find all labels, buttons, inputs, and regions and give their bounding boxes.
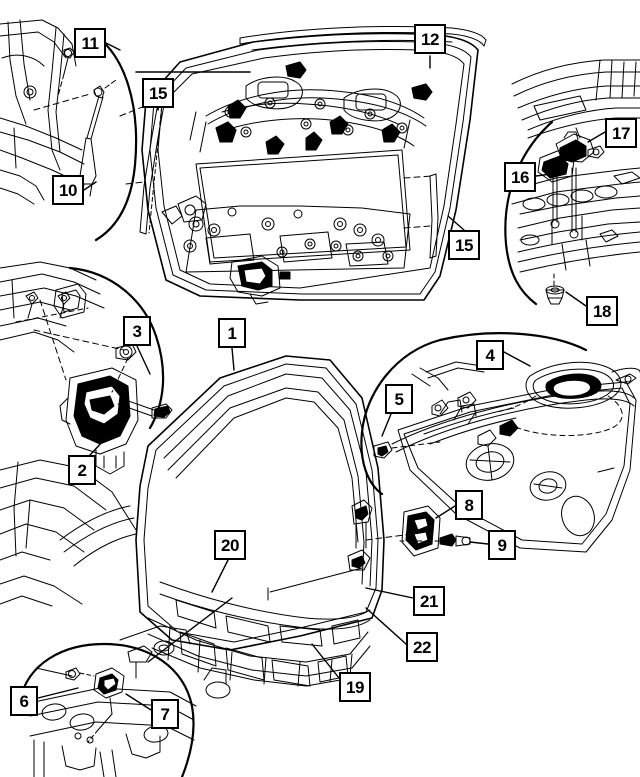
- callout-3[interactable]: 3: [123, 316, 151, 346]
- callout-leaders: [37, 41, 606, 711]
- callout-6[interactable]: 6: [10, 686, 38, 716]
- detail-circle-mid-left: [0, 261, 173, 475]
- callout-8[interactable]: 8: [455, 490, 483, 520]
- callout-4[interactable]: 4: [476, 340, 504, 370]
- callout-2[interactable]: 2: [68, 455, 96, 485]
- callout-1[interactable]: 1: [218, 318, 246, 348]
- detail-circle-upper-left: [0, 19, 138, 242]
- callout-10[interactable]: 10: [52, 175, 84, 205]
- detail-circle-upper-right: [504, 59, 640, 306]
- callout-15-right[interactable]: 15: [448, 230, 480, 260]
- body-opening: [0, 355, 471, 699]
- callout-18[interactable]: 18: [586, 296, 618, 326]
- callout-9[interactable]: 9: [488, 530, 516, 560]
- detail-circle-lower-left: [18, 597, 233, 777]
- callout-7[interactable]: 7: [151, 699, 179, 729]
- callout-19[interactable]: 19: [339, 672, 371, 702]
- callout-12[interactable]: 12: [414, 24, 446, 54]
- main-liftgate-panel: [119, 25, 487, 305]
- detail-circle-mid-right: [360, 332, 640, 553]
- callout-21[interactable]: 21: [413, 586, 445, 616]
- callout-15-left[interactable]: 15: [142, 78, 174, 108]
- callout-17[interactable]: 17: [605, 118, 637, 148]
- callout-11[interactable]: 11: [74, 28, 106, 58]
- callout-20[interactable]: 20: [214, 530, 246, 560]
- callout-5[interactable]: 5: [385, 384, 413, 414]
- callout-22[interactable]: 22: [406, 632, 438, 662]
- callout-16[interactable]: 16: [504, 162, 536, 192]
